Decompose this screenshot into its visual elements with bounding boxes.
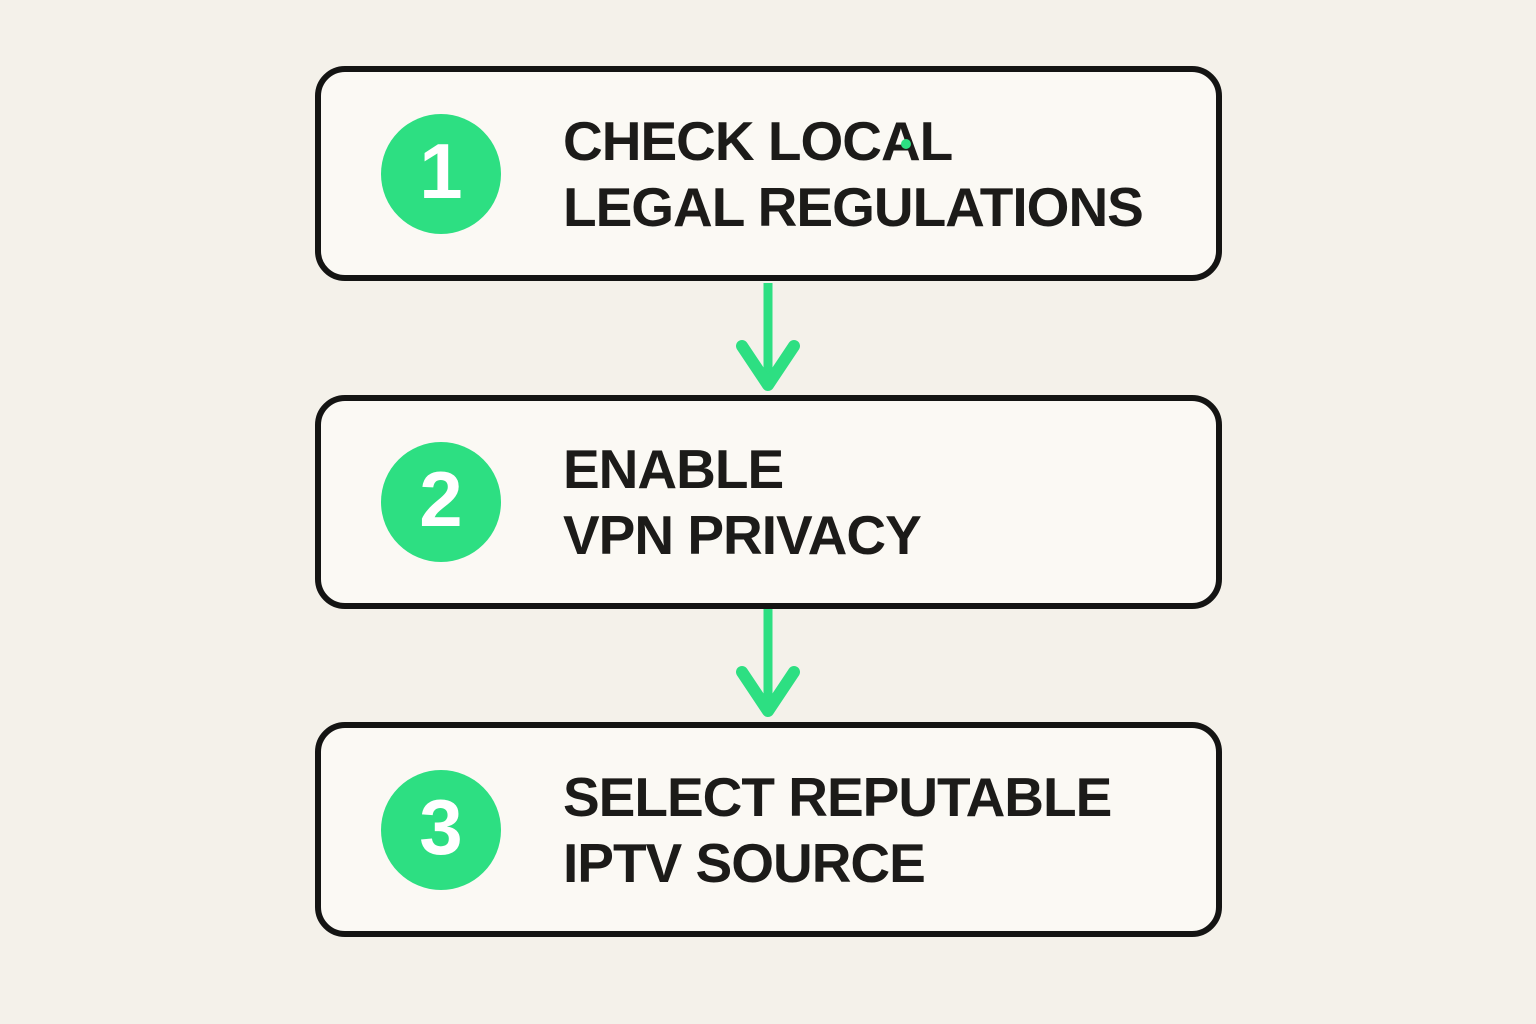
step-box-1: 1 CHECK LOCAL LEGAL REGULATIONS	[315, 66, 1222, 281]
step-number-2: 2	[419, 455, 463, 543]
step-label-1-line1: CHECK LOCAL	[563, 109, 953, 172]
step-number-badge-3: 3	[381, 769, 501, 890]
step-label-2-line2: VPN PRIVACY	[563, 504, 922, 566]
green-dot-decoration	[901, 139, 911, 149]
step-box-3: 3 SELECT REPUTABLE IPTV SOURCE	[315, 722, 1222, 937]
step-number-1: 1	[419, 126, 463, 215]
step-label-1: CHECK LOCAL LEGAL REGULATIONS	[563, 108, 1144, 240]
step-label-3: SELECT REPUTABLE IPTV SOURCE	[563, 764, 1112, 896]
step-number-badge-2: 2	[381, 442, 501, 562]
step-label-2: ENABLE VPN PRIVACY	[563, 436, 922, 568]
arrow-down-icon	[736, 609, 800, 719]
step-label-2-line1: ENABLE	[563, 438, 784, 500]
step-box-2: 2 ENABLE VPN PRIVACY	[315, 395, 1222, 609]
step-label-3-line2: IPTV SOURCE	[563, 831, 926, 894]
step-number-badge-1: 1	[381, 113, 501, 234]
arrow-down-icon	[736, 283, 800, 393]
step-number-3: 3	[419, 782, 463, 871]
step-label-3-line1: SELECT REPUTABLE	[563, 765, 1112, 828]
step-label-1-line2: LEGAL REGULATIONS	[563, 175, 1144, 238]
